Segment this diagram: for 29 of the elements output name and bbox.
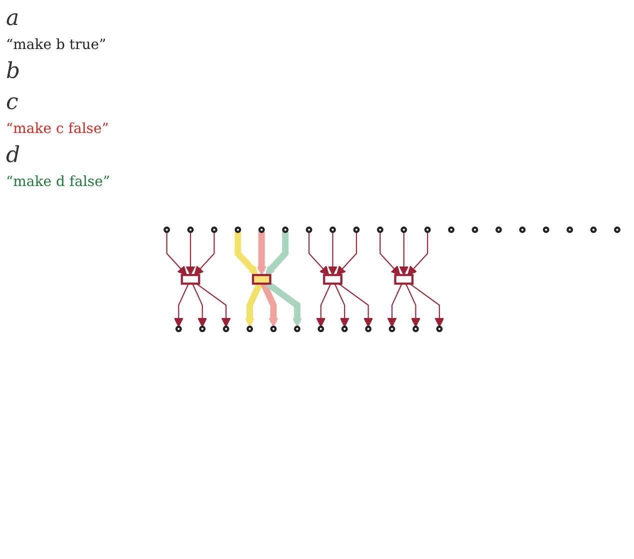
arrow	[338, 283, 374, 328]
arrow	[336, 232, 357, 276]
arrow	[192, 284, 208, 328]
row-letter: c	[6, 90, 20, 115]
arrow	[308, 232, 330, 276]
arrow	[265, 232, 289, 276]
arrow	[174, 284, 190, 328]
arrow	[387, 284, 402, 328]
arrow	[334, 284, 350, 328]
arrow	[196, 283, 231, 328]
arrow	[409, 283, 444, 328]
row-letter: a	[6, 6, 20, 31]
arrow	[380, 232, 400, 276]
handwritten-note: “make c false”	[6, 121, 110, 137]
arrow	[256, 232, 266, 276]
arrow	[266, 281, 302, 328]
arrow	[186, 232, 196, 276]
arrow	[234, 232, 258, 276]
row-letter: b	[6, 59, 22, 84]
row-letter: d	[6, 143, 22, 168]
arrow	[316, 284, 332, 328]
arrow	[194, 232, 215, 276]
handwritten-note: “make b true”	[6, 37, 108, 53]
arrow	[328, 232, 338, 276]
handwritten-note: “make d false”	[6, 174, 112, 190]
arrow	[399, 232, 409, 276]
arrow	[166, 232, 187, 276]
arrow	[407, 232, 428, 276]
arrow	[405, 284, 420, 328]
